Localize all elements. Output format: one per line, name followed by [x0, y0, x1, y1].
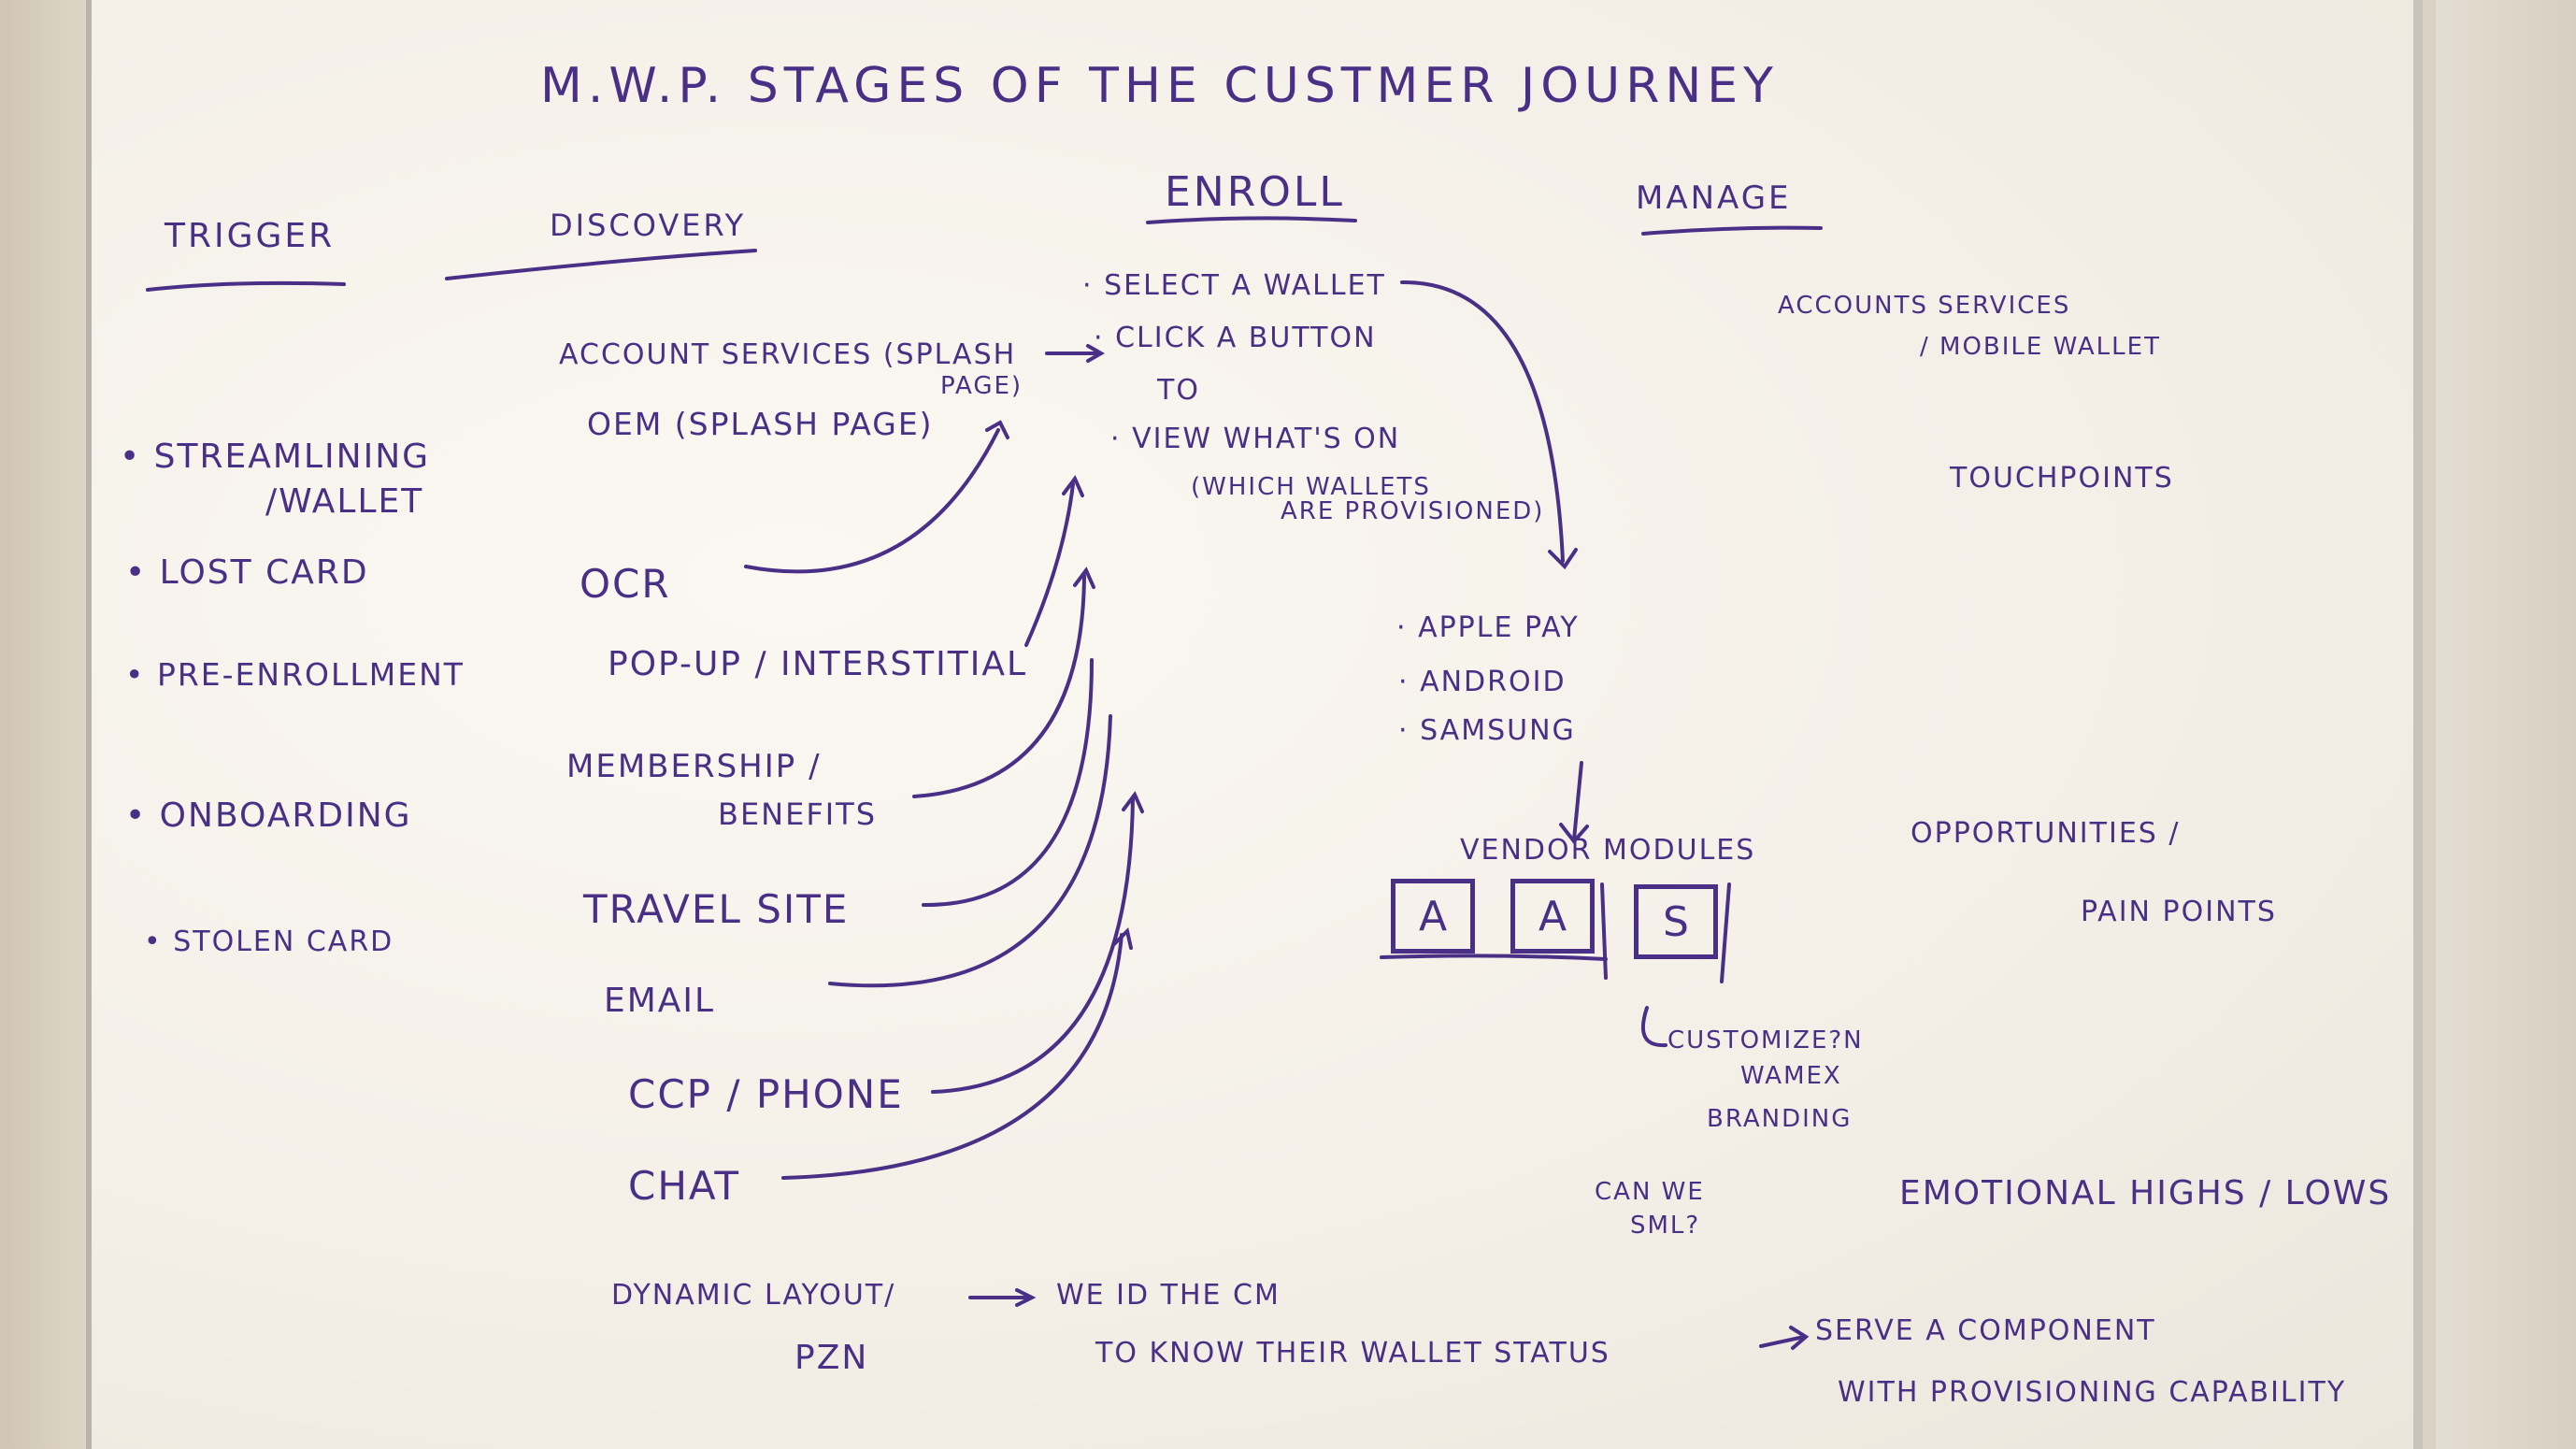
pain-points-note: PAIN POINTS — [2081, 896, 2277, 928]
discovery-item: OCR — [580, 561, 671, 607]
enroll-item: · SELECT A WALLET — [1082, 269, 1386, 302]
enroll-item: · VIEW WHAT'S ON — [1110, 423, 1401, 455]
wallet-item: · SAMSUNG — [1398, 714, 1576, 747]
customization-note: BRANDING — [1707, 1105, 1853, 1133]
vendor-modules-label: VENDOR MODULES — [1460, 834, 1756, 867]
discovery-item: PAGE) — [940, 372, 1023, 400]
manage-item: / MOBILE WALLET — [1920, 333, 2161, 361]
emotional-note: EMOTIONAL HIGHS / LOWS — [1899, 1174, 2392, 1212]
vendor-box: S — [1634, 884, 1718, 959]
vendor-box: A — [1510, 879, 1595, 954]
pzn-note: PZN — [794, 1339, 869, 1377]
wallet-status-note: TO KNOW THEIR WALLET STATUS — [1095, 1337, 1610, 1370]
trigger-item: /WALLET — [265, 482, 424, 521]
board-title: M.W.P. STAGES OF THE CUSTMER JOURNEY — [540, 58, 1779, 114]
enroll-item: (WHICH WALLETS — [1191, 473, 1431, 501]
discovery-item: POP-UP / INTERSTITIAL — [608, 645, 1028, 683]
enroll-item: TO — [1157, 374, 1200, 407]
can-we-note: SML? — [1630, 1212, 1701, 1240]
header-discovery: DISCOVERY — [550, 208, 747, 243]
trigger-item: • PRE-ENROLLMENT — [125, 656, 465, 693]
wallet-item: · ANDROID — [1398, 666, 1567, 698]
trigger-item: • STOLEN CARD — [144, 925, 394, 958]
discovery-item: EMAIL — [604, 982, 716, 1020]
wallet-item: · APPLE PAY — [1396, 611, 1580, 644]
header-trigger: TRIGGER — [165, 217, 336, 255]
wall-right — [2436, 0, 2576, 1449]
discovery-item: MEMBERSHIP / — [566, 748, 822, 785]
opportunities-note: OPPORTUNITIES / — [1911, 817, 2181, 850]
customization-note: WAMEX — [1740, 1062, 1842, 1090]
discovery-item: CHAT — [628, 1163, 741, 1209]
vendor-box: A — [1391, 879, 1475, 954]
discovery-item: BENEFITS — [718, 796, 878, 832]
manage-item: ACCOUNTS SERVICES — [1778, 292, 2071, 320]
customization-note: CUSTOMIZE?N — [1667, 1026, 1864, 1054]
provisioning-note: WITH PROVISIONING CAPABILITY — [1838, 1376, 2347, 1409]
we-id-note: WE ID THE CM — [1056, 1279, 1281, 1312]
trigger-item: • STREAMLINING — [120, 438, 431, 476]
discovery-item: TRAVEL SITE — [583, 886, 850, 932]
manage-item: TOUCHPOINTS — [1950, 462, 2174, 495]
dynamic-layout-note: DYNAMIC LAYOUT/ — [611, 1279, 896, 1312]
trigger-item: • ONBOARDING — [125, 796, 412, 835]
header-manage: MANAGE — [1636, 179, 1792, 217]
whiteboard: M.W.P. STAGES OF THE CUSTMER JOURNEY TRI… — [86, 0, 2423, 1449]
serve-component-note: SERVE A COMPONENT — [1815, 1314, 2156, 1347]
discovery-item: ACCOUNT SERVICES (SPLASH — [559, 338, 1017, 371]
enroll-item: ARE PROVISIONED) — [1281, 497, 1545, 525]
trigger-item: • LOST CARD — [125, 553, 369, 592]
discovery-item: OEM (SPLASH PAGE) — [587, 406, 934, 442]
marker-strokes — [146, 216, 1823, 1350]
enroll-item: · CLICK A BUTTON — [1094, 322, 1377, 354]
can-we-note: CAN WE — [1595, 1178, 1705, 1206]
wall-left — [0, 0, 86, 1449]
header-enroll: ENROLL — [1165, 168, 1345, 216]
discovery-item: CCP / PHONE — [628, 1071, 904, 1117]
